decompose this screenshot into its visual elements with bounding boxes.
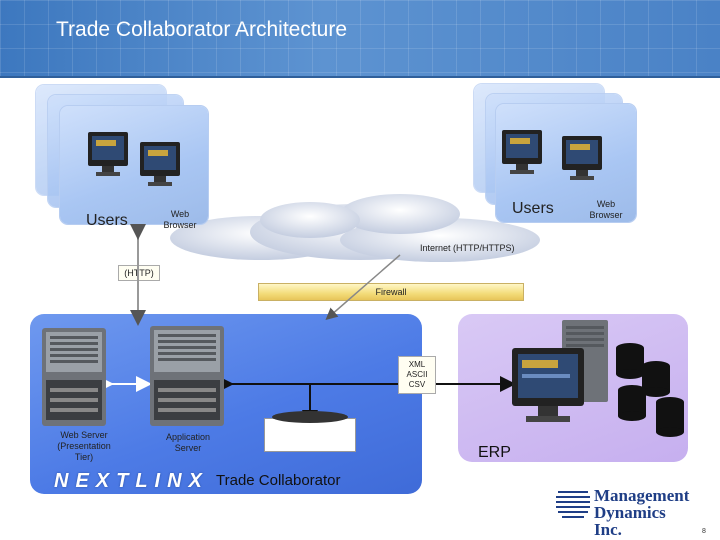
web-server-label: Web Server (Presentation Tier) [57,430,111,462]
erp-label: ERP [478,444,511,461]
user-panel-front [60,106,208,224]
application-server-icon [150,326,224,426]
title-banner [0,0,720,76]
erp-workstation-icon [512,320,684,437]
web-server-icon [42,328,106,426]
application-server-label: Application Server [165,432,211,453]
user-monitors-icon [88,132,180,186]
page-number: 8 [702,528,706,535]
nextlinx-logo: NEXTLINX [54,470,209,492]
management-logo-line2: Dynamics Inc. [594,503,666,539]
user-monitors-icon-right [502,130,602,180]
trade-collaborator-label: Trade Collaborator [216,472,341,489]
page-title: Trade Collaborator Architecture [56,18,348,41]
globe-icon [556,491,590,518]
database-icon [272,411,348,423]
firewall-bar: Firewall [258,283,524,301]
web-browser-label-right: Web Browser [589,199,623,220]
users-label-right: Users [512,200,554,217]
header-divider [0,76,720,78]
management-logo-line1: Management [594,486,690,505]
internet-label: Internet (HTTP/HTTPS) [420,243,515,253]
users-label-left: Users [86,212,128,229]
internet-cloud-icon [170,194,540,262]
data-format-label: XML ASCII CSV [398,356,436,394]
web-browser-label-left: Web Browser [163,209,197,230]
